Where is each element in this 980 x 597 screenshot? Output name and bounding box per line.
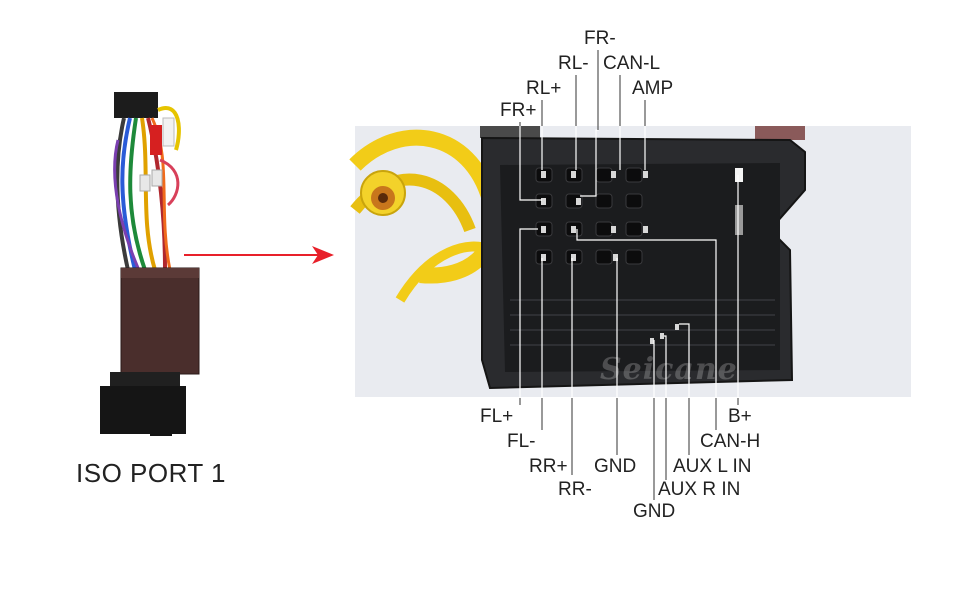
pin-label-b-plus: B+: [728, 406, 752, 427]
pin-label-gnd-2: GND: [633, 501, 676, 522]
pin-label-rr-minus: RR-: [558, 479, 592, 500]
pin-label-fr-minus: FR-: [584, 28, 616, 49]
connector-photo: [349, 126, 911, 397]
harness-control-box: [120, 267, 200, 375]
pin-label-fl-minus: FL-: [507, 431, 536, 452]
iso-harness-illustration: [100, 92, 200, 436]
watermark-text: Seicane: [600, 352, 738, 387]
pin-label-can-h: CAN-H: [700, 431, 761, 452]
pin-label-rl-plus: RL+: [526, 78, 562, 99]
pin-label-aux-r-in: AUX R IN: [658, 479, 741, 500]
harness-caption: ISO PORT 1: [76, 458, 226, 488]
pin-label-fl-plus: FL+: [480, 406, 514, 427]
pin-label-rr-plus: RR+: [529, 456, 568, 477]
harness-iso-connector: [100, 386, 186, 434]
pin-label-amp: AMP: [632, 78, 674, 99]
pin-label-gnd-1: GND: [594, 456, 637, 477]
pin-label-rl-minus: RL-: [558, 53, 589, 74]
harness-top-connector: [114, 92, 158, 118]
red-arrow-icon: [184, 246, 334, 264]
pin-label-can-l: CAN-L: [603, 53, 661, 74]
pin-label-fr-plus: FR+: [500, 100, 537, 121]
pin-label-aux-l-in: AUX L IN: [673, 456, 752, 477]
